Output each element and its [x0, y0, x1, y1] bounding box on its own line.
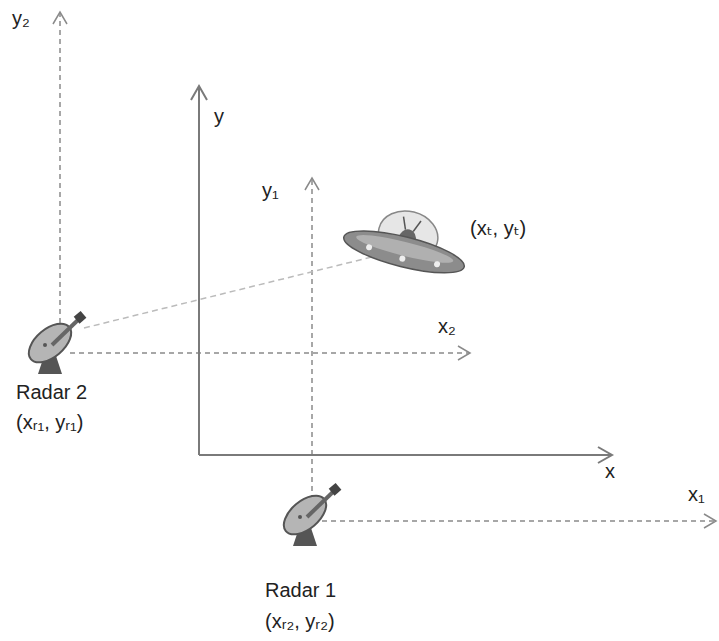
ufo-target	[340, 197, 474, 281]
y1-axis	[311, 178, 313, 500]
axis-label: x₁	[688, 482, 705, 506]
axis-label: y₂	[12, 6, 30, 30]
radar-icon	[277, 483, 342, 546]
axis-label: x₂	[438, 314, 456, 338]
alien-antenna	[413, 220, 421, 233]
coordinate-label: (xᵣ₂, yᵣ₂)	[265, 609, 335, 633]
axis-arrowhead	[53, 12, 67, 24]
alien-antenna	[401, 217, 409, 230]
radar-hub	[43, 343, 47, 347]
axis-label: x	[605, 459, 615, 483]
y-axis	[198, 86, 200, 455]
ufo-light	[399, 255, 406, 262]
radar-horn	[329, 483, 342, 496]
y2-axis	[59, 12, 61, 332]
radar-icon	[22, 311, 87, 374]
axis-arrowhead	[458, 346, 470, 360]
radar-name: Radar 2	[16, 380, 87, 404]
x2-axis	[70, 352, 470, 354]
ufo-light	[433, 261, 440, 268]
x-axis	[199, 454, 612, 456]
axis-arrowhead	[191, 86, 207, 100]
ufo-light	[365, 244, 372, 251]
ufo-body	[340, 222, 468, 281]
coordinate-label: (xᵣ₁, yᵣ₁)	[16, 410, 84, 434]
radar-horn	[74, 311, 87, 324]
radar-dish	[277, 488, 333, 542]
radar-feed	[52, 318, 80, 345]
coordinate-label: (xₜ, yₜ)	[470, 216, 526, 240]
radar-feed	[307, 490, 335, 517]
axis-arrowhead	[704, 514, 716, 528]
axis-arrowhead	[305, 178, 319, 190]
radar-dish	[22, 316, 78, 370]
ufo-rim	[355, 230, 455, 268]
x1-axis	[322, 520, 716, 522]
axis-label: y₁	[262, 178, 279, 202]
axis-label: y	[214, 104, 224, 128]
radar-name: Radar 1	[265, 578, 336, 602]
radar-hub	[298, 515, 302, 519]
line-of-sight	[84, 254, 384, 328]
